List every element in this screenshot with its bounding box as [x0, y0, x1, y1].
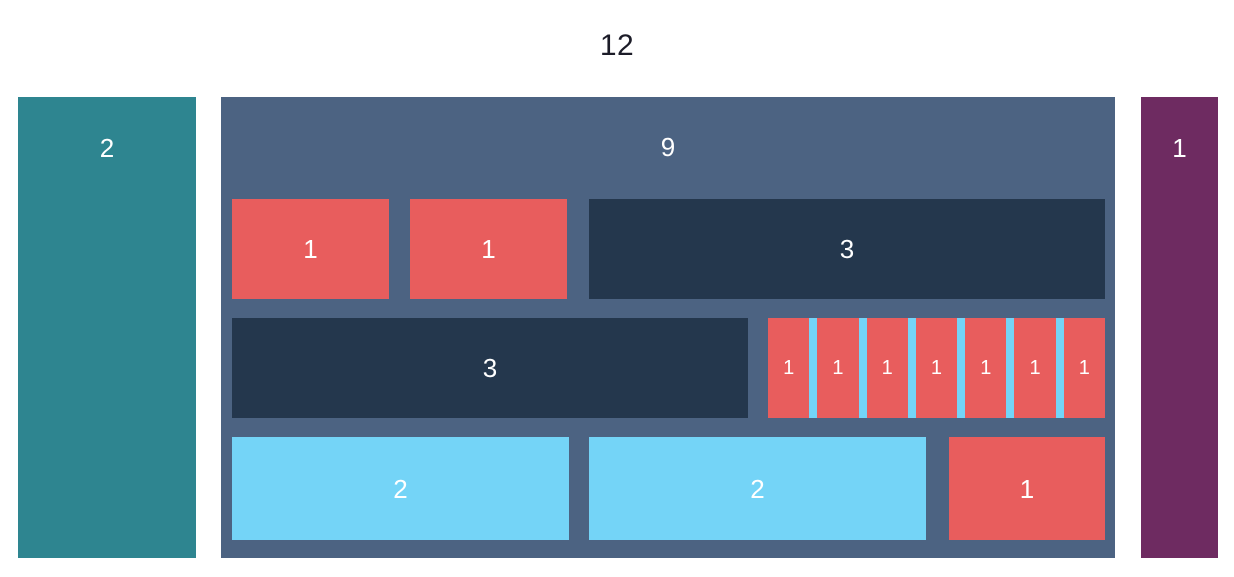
row2-segment-3[interactable]: 1	[866, 318, 908, 418]
row2-cell-1[interactable]: 3	[232, 318, 748, 418]
row2-segment-2[interactable]: 1	[817, 318, 859, 418]
left-column-label: 2	[99, 133, 115, 163]
main-container-label: 9	[660, 132, 676, 162]
main-container-block[interactable]: 9 1 1 3 3 1 1	[221, 97, 1115, 558]
row3-cell-1-label: 2	[393, 473, 408, 504]
row2-segment-7-label: 1	[1078, 357, 1090, 379]
row2-segment-4[interactable]: 1	[915, 318, 958, 418]
row1-cell-3[interactable]: 3	[589, 199, 1105, 299]
right-column-block[interactable]: 1	[1141, 97, 1218, 558]
row1-cell-2-label: 1	[481, 234, 496, 264]
row2-segment-6-label: 1	[1029, 357, 1041, 379]
page-title: 12	[599, 29, 635, 62]
row3-cell-3[interactable]: 1	[949, 437, 1105, 540]
row1-cell-2[interactable]: 1	[410, 199, 567, 299]
row2-segment-1-label: 1	[783, 357, 795, 379]
row2-segment-5[interactable]: 1	[965, 318, 1007, 418]
row-3: 2 2 1	[221, 437, 1115, 540]
row3-cell-2[interactable]: 2	[589, 437, 926, 540]
row-2: 3 1 1 1 1 1 1	[221, 318, 1115, 418]
row2-segment-2-label: 1	[832, 357, 844, 379]
row-1: 1 1 3	[221, 199, 1115, 299]
row1-cell-1[interactable]: 1	[232, 199, 389, 299]
row1-cell-3-label: 3	[839, 234, 855, 264]
right-column-label: 1	[1172, 133, 1187, 163]
row3-cell-2-label: 2	[750, 473, 765, 504]
row2-segment-7[interactable]: 1	[1063, 318, 1105, 418]
row2-segment-3-label: 1	[881, 357, 893, 379]
row2-segment-6[interactable]: 1	[1014, 318, 1056, 418]
row2-segment-4-label: 1	[930, 357, 943, 379]
row2-segment-group: 1 1 1 1 1 1 1	[768, 318, 1105, 418]
row1-cell-1-label: 1	[303, 234, 318, 264]
row2-segment-5-label: 1	[980, 357, 992, 379]
row3-cell-1[interactable]: 2	[232, 437, 569, 540]
row3-cell-3-label: 1	[1019, 473, 1035, 504]
row2-cell-1-label: 3	[482, 353, 498, 383]
left-column-block[interactable]: 2	[18, 97, 196, 558]
row2-segment-1[interactable]: 1	[768, 318, 810, 418]
